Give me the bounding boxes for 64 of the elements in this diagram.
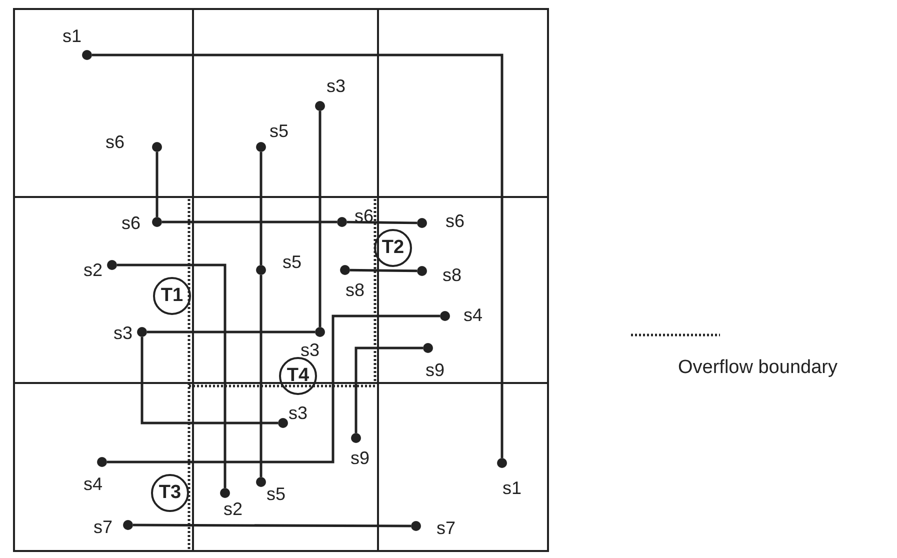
pin-dot: [256, 142, 266, 152]
net-label: s4: [84, 474, 102, 494]
pin-dot: [256, 477, 266, 487]
pin-dot: [137, 327, 147, 337]
wire: [92, 54, 504, 458]
wire: [350, 268, 418, 272]
pin-dot: [315, 101, 325, 111]
net-label: s8: [346, 280, 364, 300]
net-label: s6: [122, 213, 140, 233]
net-label: s3: [288, 403, 308, 423]
net-label: s3: [300, 340, 320, 360]
wire: [354, 346, 423, 433]
wire: [318, 111, 322, 327]
net-label: s2: [84, 260, 102, 280]
net-label: s5: [266, 484, 286, 504]
circled-label: T4: [279, 357, 317, 395]
pin-dot: [152, 217, 162, 227]
net-label: s4: [464, 305, 482, 325]
net-label: s2: [224, 499, 242, 519]
pin-dot: [340, 265, 350, 275]
pin-dot: [423, 343, 433, 353]
net-label: s1: [62, 26, 82, 46]
wire: [133, 524, 411, 528]
wire: [162, 220, 337, 224]
pin-dot: [411, 521, 421, 531]
net-label: s3: [326, 76, 346, 96]
wire: [140, 337, 278, 424]
wire: [107, 314, 440, 464]
pin-dot: [417, 218, 427, 228]
pin-dot: [97, 457, 107, 467]
circled-label: T1: [153, 277, 191, 315]
net-label: s5: [270, 121, 288, 141]
pin-dot: [351, 433, 361, 443]
net-label: s6: [446, 211, 464, 231]
wire: [260, 275, 262, 477]
wire: [260, 152, 262, 265]
pin-dot: [256, 265, 266, 275]
pin-dot: [82, 50, 92, 60]
net-label: s6: [106, 132, 124, 152]
pin-dot: [417, 266, 427, 276]
wire: [156, 152, 158, 217]
pin-dot: [123, 520, 133, 530]
wire: [147, 330, 315, 334]
circled-label: T3: [151, 474, 189, 512]
pin-dot: [152, 142, 162, 152]
wire: [117, 264, 226, 488]
pin-dot: [107, 260, 117, 270]
legend-label: Overflow boundary: [678, 357, 838, 379]
net-label: s7: [94, 517, 112, 537]
net-label: s9: [350, 448, 370, 468]
pin-dot: [220, 488, 230, 498]
net-label: s5: [282, 252, 302, 272]
net-label: s8: [442, 265, 462, 285]
net-label: s1: [502, 478, 522, 498]
pin-dot: [278, 418, 288, 428]
pin-dot: [315, 327, 325, 337]
net-label: s9: [426, 360, 444, 380]
net-label: s3: [114, 323, 132, 343]
pin-dot: [337, 217, 347, 227]
net-label: s7: [436, 518, 456, 538]
circled-label: T2: [374, 229, 412, 267]
wire: [346, 220, 418, 224]
pin-dot: [440, 311, 450, 321]
pin-dot: [497, 458, 507, 468]
